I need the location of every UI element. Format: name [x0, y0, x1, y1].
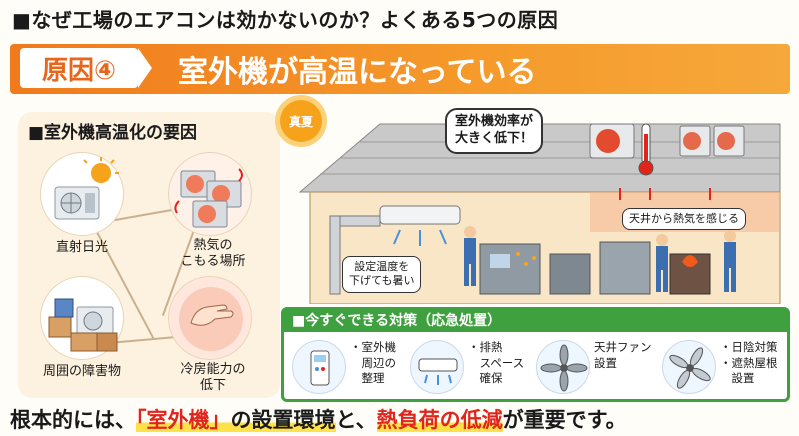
cause-banner: 原因④ 室外機が高温になっている	[10, 44, 790, 94]
air-conditioner-icon	[410, 340, 464, 394]
factor-label: 冷房能力の 低下	[180, 362, 246, 394]
boxes-obstacle-icon	[48, 298, 118, 352]
efficiency-drop-bubble: 室外機効率が 大きく低下！	[445, 108, 544, 154]
conclusion-highlight: 「室外機」	[136, 408, 231, 432]
factor-label: 周囲の障害物	[42, 364, 121, 379]
factor-label: 直射日光	[55, 240, 108, 255]
measure-text: ・室外機 周辺の 整理	[350, 340, 396, 386]
stacked-units-heat-icon	[174, 168, 243, 228]
conclusion-part: が重要です。	[502, 408, 627, 432]
obstacles-node	[40, 276, 124, 360]
fan-shade-icon	[662, 340, 716, 394]
direct-sunlight-node	[40, 152, 124, 236]
remote-control-icon	[292, 340, 346, 394]
factors-panel-title: ■室外機高温化の要因	[28, 123, 198, 143]
page-title: ■なぜ工場のエアコンは効かないのか？よくある5つの原因	[12, 8, 559, 32]
capacity-drop-node	[168, 276, 252, 360]
cause-headline: 室外機が高温になっている	[178, 55, 537, 90]
hand-heat-icon	[179, 287, 243, 351]
measure-text: 天井ファン 設置	[594, 340, 652, 370]
conclusion-part: の設置環境	[230, 408, 336, 432]
conclusion-part: と、	[335, 408, 377, 432]
season-badge: 真夏	[280, 100, 322, 142]
measure-text: ・排熱 スペース 確保	[468, 340, 525, 386]
countermeasures-title: ■今すぐできる対策（応急処置）	[284, 310, 787, 332]
cause-number-tag: 原因④	[20, 48, 138, 88]
heat-trap-node	[168, 152, 252, 236]
factors-panel: ■室外機高温化の要因 直射日光	[18, 112, 280, 398]
factor-label: 熱気の こもる場所	[180, 238, 246, 270]
measure-text: ・日陰対策 ・遮熱屋根 設置	[720, 340, 778, 386]
conclusion-text: 根本的には、「室外機」の設置環境と、熱負荷の低減が重要です。	[10, 404, 627, 434]
banner-arrow-icon	[138, 48, 152, 88]
countermeasures-panel: ■今すぐできる対策（応急処置） ・室外機 周辺の 整理 ・排熱 スペース 確保 …	[281, 307, 790, 402]
conclusion-part: 根本的には、	[10, 408, 136, 432]
ceiling-heat-bubble: 天井から熱気を感じる	[622, 208, 746, 231]
outdoor-unit-sun-icon	[54, 157, 119, 220]
conclusion-highlight: 熱負荷の低減	[376, 408, 503, 432]
ceiling-fan-icon	[536, 340, 590, 394]
setting-temp-bubble: 設定温度を 下げても暑い	[342, 256, 422, 293]
